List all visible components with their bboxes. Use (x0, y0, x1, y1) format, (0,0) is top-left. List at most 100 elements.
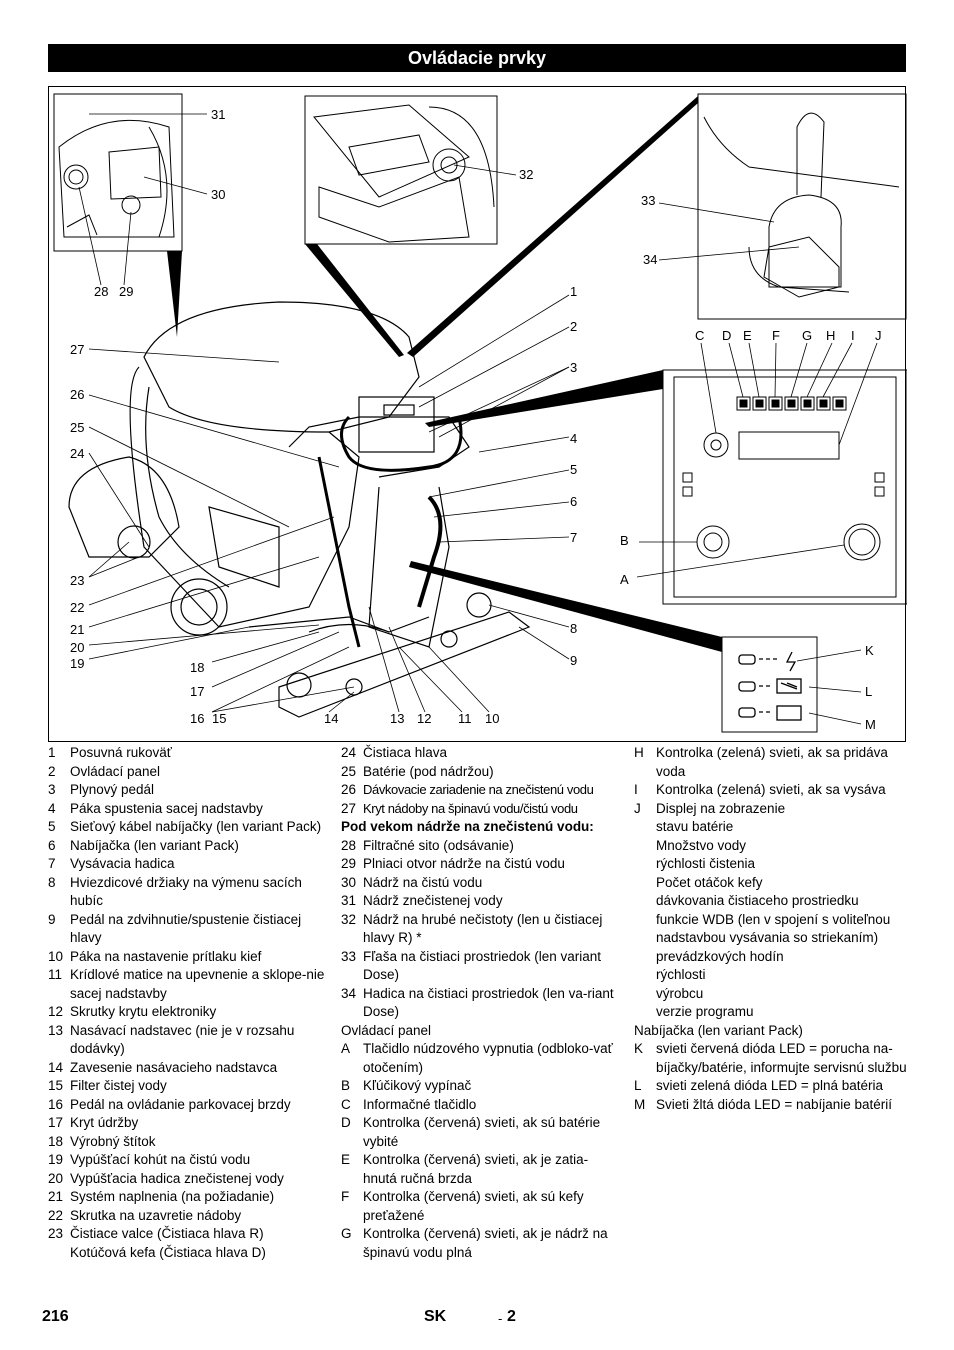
legend-item-text: Nádrž na čistú vodu (363, 874, 483, 890)
legend-item-key: 5 (48, 819, 56, 834)
legend-item-key: 30 (341, 874, 357, 890)
legend-item-key: 34 (341, 985, 357, 1001)
legend-item-text: Kontrolka (červená) svieti, ak je zatia-… (363, 1152, 589, 1186)
callout-29: 29 (119, 284, 134, 299)
legend-item-key: 11 (48, 967, 63, 982)
legend-sub-item: Množstvo vody (634, 837, 910, 856)
legend-sub-item: prevádzkových hodín (634, 948, 910, 967)
callout-10: 10 (485, 711, 500, 726)
callout-1: 1 (570, 284, 578, 299)
callout-7: 7 (570, 530, 578, 545)
legend-item-text: Vypúšťací kohút na čistú vodu (70, 1152, 251, 1167)
legend-item-key: 8 (48, 874, 56, 890)
callout-F: F (772, 328, 780, 343)
legend-item-key: 26 (341, 782, 357, 797)
legend-sub-item-text: rýchlosti (656, 967, 706, 982)
legend-item-text: Nádrž na hrubé nečistoty (len u čistiace… (363, 911, 603, 946)
callout-18: 18 (190, 660, 205, 675)
legend-item-text: Kontrolka (červená) svieti, ak sú kefy p… (363, 1189, 584, 1223)
legend-item-key: 23 (48, 1226, 64, 1241)
legend-item-key: 10 (48, 948, 64, 964)
legend-item-text: Kryt nádoby na špinavú vodu/čistú vodu (363, 800, 578, 816)
callout-26: 26 (70, 387, 85, 402)
legend-sub-item: stavu batérie (634, 818, 910, 837)
legend-item-text: Filter čistej vody (70, 1078, 167, 1093)
legend-item-key: 14 (48, 1059, 64, 1075)
callout-A: A (620, 572, 629, 587)
legend-item-key: 16 (48, 1096, 64, 1112)
legend-item-text: Kľúčikový vypínač (363, 1078, 472, 1093)
legend-item-key: 20 (48, 1170, 64, 1186)
legend-item-key: 1 (48, 745, 56, 760)
legend-item-key: 33 (341, 948, 357, 964)
callout-13: 13 (390, 711, 405, 726)
legend-subheading: Pod vekom nádrže na znečistenú vodu: (341, 819, 594, 834)
language-code: SK (424, 1308, 447, 1325)
callout-15: 15 (212, 711, 227, 726)
legend-item-text: Hviezdicové držiaky na výmenu sacích hub… (70, 874, 302, 909)
legend-item: Kotúčová kefa (Čistiaca hlava D) (48, 1244, 330, 1263)
callout-30: 30 (211, 187, 226, 202)
legend-sub-item: verzie programu (634, 1003, 910, 1022)
legend-sub-item: rýchlosti (634, 966, 910, 985)
legend-item-key: I (634, 782, 638, 797)
legend-item-key: G (341, 1226, 352, 1241)
legend-item-key: A (341, 1041, 351, 1056)
legend-item-key: 9 (48, 911, 56, 927)
legend-item-text: Páka spustenia sacej nadstavby (70, 800, 263, 816)
legend-item-key: 21 (48, 1189, 64, 1204)
legend-item-text: Nádrž znečistenej vody (363, 893, 503, 908)
callout-34: 34 (643, 252, 658, 267)
legend-item-key: 18 (48, 1133, 64, 1149)
legend-item: 14 Zavesenie nasávacieho nadstavca (48, 1059, 330, 1078)
legend-sub-item-text: Množstvo vody (656, 837, 747, 853)
legend-item-key: 25 (341, 763, 357, 779)
legend-item-key: J (634, 800, 641, 816)
legend-item-text: Sieťový kábel nabíjačky (len variant Pac… (70, 819, 322, 834)
callout-G: G (802, 328, 813, 343)
callout-J: J (875, 328, 882, 343)
legend-item-text: Nabíjačka (len variant Pack) (70, 837, 239, 853)
legend-sub-item: funkcie WDB (len v spojení s voliteľnou … (634, 911, 910, 948)
inset-dose-bottle (697, 93, 907, 320)
legend-item-text: Displej na zobrazenie (656, 800, 786, 816)
legend-item-text: Skrutky krytu elektroniky (70, 1004, 217, 1019)
legend-item-key: K (634, 1041, 644, 1056)
legend-item-text: Dávkovacie zariadenie na znečistenú vodu (363, 782, 594, 797)
legend-item-key: 2 (48, 763, 56, 779)
legend-item-key: 13 (48, 1022, 64, 1038)
legend-sub-item-text: funkcie WDB (len v spojení s voliteľnou … (656, 911, 891, 946)
legend-item: 30 Nádrž na čistú vodu (341, 874, 617, 893)
callout-14: 14 (324, 711, 339, 726)
legend-item-key: 31 (341, 893, 357, 908)
legend-item-key: 17 (48, 1115, 64, 1130)
callout-25: 25 (70, 420, 85, 435)
callout-24: 24 (70, 446, 85, 461)
legend-item: 5 Sieťový kábel nabíjačky (len variant Pa… (48, 818, 330, 837)
legend-item-text: Skrutka na uzavretie nádoby (70, 1207, 242, 1223)
legend-item-text: Plniaci otvor nádrže na čistú vodu (363, 856, 565, 871)
callout-31: 31 (211, 107, 226, 122)
legend-item-text: Zavesenie nasávacieho nadstavca (70, 1059, 278, 1075)
legend-sub-item-text: verzie programu (656, 1004, 754, 1019)
